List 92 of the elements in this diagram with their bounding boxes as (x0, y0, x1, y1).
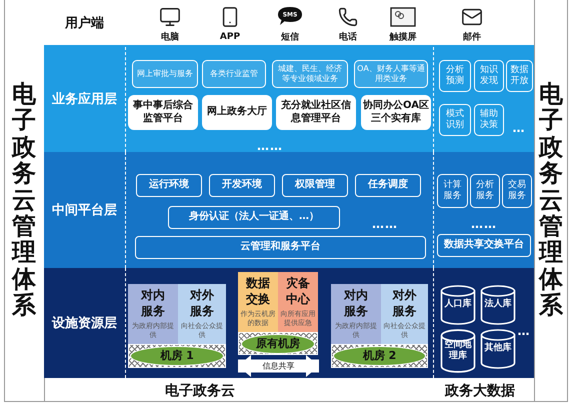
platform-box (128, 95, 198, 130)
channel-label: 触摸屏 (390, 31, 416, 44)
channel-label: 短信 (281, 31, 299, 44)
service-box (272, 60, 348, 88)
box-label: 网上审批与服务 (137, 69, 193, 79)
layer-title: 中间平台层 (51, 202, 118, 219)
box-label: 数据交换 (244, 276, 271, 308)
platform-box (355, 174, 421, 197)
box-label: 云管理和服务平台 (240, 241, 320, 254)
box-label: 分析预测 (445, 64, 465, 88)
database-cylinder (480, 329, 516, 369)
platform-box (437, 234, 531, 257)
box-label: 人口库 (444, 299, 472, 311)
layer-band (44, 45, 534, 152)
box-label: 分析服务 (475, 180, 495, 202)
platform-box (202, 95, 272, 130)
database-cylinder (440, 285, 476, 325)
service-box (132, 60, 198, 88)
service-box (439, 60, 471, 92)
box-label: 数据开放 (510, 64, 530, 88)
box-label: 任务调度 (368, 179, 408, 192)
platform-box (168, 206, 340, 229)
box-label: 网上政务大厅 (207, 106, 267, 119)
box-label: 计算服务 (442, 180, 462, 202)
platform-box (276, 95, 356, 130)
side-title: 电子政务云管理体系 (539, 81, 563, 319)
box-label: 事中事后综合监管平台 (132, 100, 194, 125)
box-label: 其他库 (484, 343, 512, 355)
box-label: 开发环境 (222, 179, 262, 192)
service-panel (128, 284, 178, 344)
channel-label: 电话 (339, 30, 357, 44)
ellipsis: … (512, 121, 526, 135)
box-label: 对内服务 (342, 288, 369, 320)
layer-title: 业务应用层 (51, 90, 118, 108)
box-label: 对外服务 (391, 288, 418, 320)
channel-label: 邮件 (463, 30, 481, 44)
box-label: 对外服务 (188, 288, 215, 320)
box-label: 各类行业监管 (210, 69, 258, 79)
box-label: 原有机房 (256, 337, 300, 351)
service-box (354, 60, 428, 88)
box-label: 协同办公OA区三个实有库 (363, 100, 429, 125)
ellipsis: … (518, 324, 530, 338)
platform-box (361, 95, 431, 130)
layer-band (44, 268, 534, 378)
service-box (474, 60, 504, 92)
platform-box (136, 174, 202, 197)
section-title: 政务大数据 (445, 382, 515, 400)
box-label: 交易服务 (507, 180, 527, 202)
service-box (202, 60, 266, 88)
box-label: 运行环境 (149, 179, 189, 192)
service-box (506, 60, 533, 92)
database-cylinder (480, 285, 516, 325)
service-box (437, 174, 468, 208)
box-label: 法人库 (484, 299, 512, 311)
service-panel (178, 284, 226, 344)
layer-title: 设施资源层 (50, 315, 118, 332)
box-label: 机房 2 (362, 349, 396, 363)
service-panel (238, 272, 278, 332)
box-label: 知识发现 (479, 64, 499, 88)
service-panel (381, 284, 428, 344)
service-box (474, 104, 504, 136)
edge-label: 信息共享 (262, 360, 296, 372)
box-label: 充分就业社区信息管理平台 (280, 100, 352, 125)
box-label: 对内服务 (140, 288, 166, 320)
side-title: 电子政务云管理体系 (12, 81, 36, 319)
box-label: 身份认证（法人一证通、…） (189, 211, 319, 224)
box-label: 模式识别 (445, 108, 465, 132)
platform-box (135, 236, 426, 259)
service-box (439, 104, 471, 136)
section-title: 电子政务云 (165, 382, 235, 400)
box-label: OA、财务人事等通用类业务 (357, 64, 425, 84)
ellipsis: …… (372, 217, 398, 231)
double-arrow (238, 355, 319, 377)
service-box (502, 174, 532, 208)
box-label: 数据共享交换平台 (444, 239, 524, 252)
box-label: 辅助决策 (479, 108, 499, 132)
box-label: 机房 1 (160, 349, 194, 363)
box-label: 权限管理 (295, 179, 335, 192)
service-panel (331, 284, 381, 344)
ellipsis: …… (257, 139, 283, 153)
database-cylinder (440, 329, 476, 373)
box-label: 城建、民生、经济等专业领域业务 (277, 64, 343, 84)
box-label: 灾备中心 (285, 276, 312, 308)
service-panel (278, 272, 318, 332)
platform-box (282, 174, 348, 197)
ellipsis: …… (471, 217, 497, 231)
service-box (470, 174, 500, 208)
platform-box (209, 174, 275, 197)
channel-label: 电脑 (161, 30, 179, 44)
layer-title: 用户端 (64, 14, 105, 32)
channel-label: APP (220, 32, 240, 42)
layer-band (44, 152, 534, 268)
